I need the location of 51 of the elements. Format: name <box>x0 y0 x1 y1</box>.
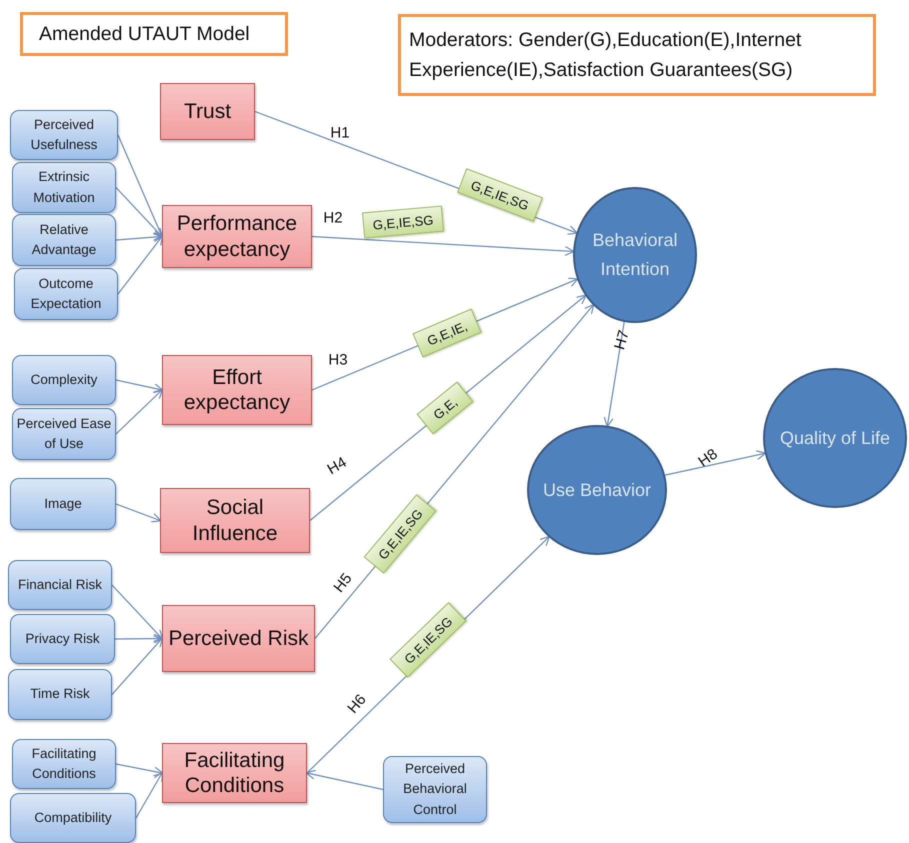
factor-box: Perceived Behavioral Control <box>383 756 487 823</box>
arrow <box>116 232 164 242</box>
arrow <box>312 236 575 256</box>
arrow <box>115 634 164 644</box>
moderators-box: Moderators: Gender(G),Education(E),Internet Experience(IE),Satisfaction Guarantees(SG) <box>398 14 876 96</box>
construct-box: Trust <box>160 83 255 140</box>
factor-box: Perceived Ease of Use <box>12 408 116 460</box>
arrow <box>118 235 164 294</box>
factor-box: Facilitating Conditions <box>12 739 116 789</box>
diagram-title: Amended UTAUT Model <box>20 12 288 56</box>
factor-box: Relative Advantage <box>12 214 116 266</box>
arrow <box>112 584 164 640</box>
arrow <box>116 187 164 238</box>
moderator-tag: G,E,IE,SG <box>362 206 444 238</box>
construct-box: Perceived Risk <box>162 605 315 672</box>
edge-label: H1 <box>330 124 350 142</box>
edge-label: H4 <box>324 454 350 478</box>
edge-label: H5 <box>330 570 356 596</box>
factor-box: Privacy Risk <box>10 614 115 664</box>
moderator-tag: G,E,IE, <box>412 308 482 358</box>
construct-box: Effort expectancy <box>162 355 312 425</box>
outcome-ellipse: Use Behavior <box>527 425 667 555</box>
factor-box: Complexity <box>12 355 116 405</box>
construct-box: Performance expectancy <box>162 205 312 268</box>
edge-label: H6 <box>344 691 370 717</box>
moderator-tag: G,E, <box>416 382 474 434</box>
factor-box: Perceived Usefulness <box>10 110 118 160</box>
edge-label: H2 <box>323 210 343 226</box>
arrow <box>665 450 766 476</box>
arrow <box>116 763 164 776</box>
edge-label: H8 <box>695 446 721 470</box>
arrow <box>306 770 384 790</box>
outcome-ellipse: Quality of Life <box>763 368 907 508</box>
construct-box: Social Influence <box>160 488 310 553</box>
arrow <box>112 637 164 695</box>
factor-box: Compatibility <box>10 793 136 843</box>
outcome-ellipse: Behavioral Intention <box>573 187 697 323</box>
arrow <box>117 134 164 238</box>
factor-box: Time Risk <box>8 669 112 720</box>
edge-label: H7 <box>611 328 633 352</box>
construct-box: Facilitating Conditions <box>162 743 307 803</box>
factor-box: Outcome Expectation <box>14 268 118 320</box>
factor-box: Image <box>10 478 116 530</box>
arrow <box>604 322 625 428</box>
factor-box: Financial Risk <box>8 560 112 610</box>
edge-label: H3 <box>328 352 348 368</box>
arrow <box>116 503 162 522</box>
arrow <box>116 388 164 434</box>
arrow <box>135 772 164 818</box>
factor-box: Extrinsic Motivation <box>12 162 116 213</box>
arrow <box>116 379 164 394</box>
